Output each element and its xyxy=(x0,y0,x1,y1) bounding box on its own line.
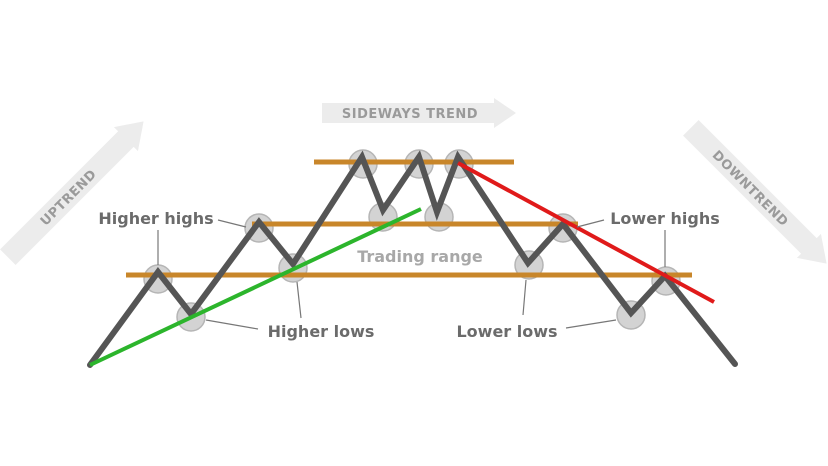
sideways-arrow-shape xyxy=(322,98,516,128)
leader-line xyxy=(576,219,605,228)
downtrend-arrow-shape xyxy=(683,120,827,264)
price-path xyxy=(87,150,738,368)
label-higher-lows: Higher lows xyxy=(268,322,375,341)
sideways-arrow: SIDEWAYS TREND xyxy=(322,98,516,128)
uptrend-arrow: UPTREND xyxy=(0,121,144,265)
downtrend-label: DOWNTREND xyxy=(709,148,791,230)
label-trading-range: Trading range xyxy=(357,247,483,266)
uptrend-line xyxy=(89,207,422,367)
uptrend-label: UPTREND xyxy=(38,167,100,229)
leader-line xyxy=(217,219,247,228)
leader-line xyxy=(296,281,302,319)
label-lower-highs: Lower highs xyxy=(610,209,720,228)
label-lower-lows: Lower lows xyxy=(456,322,557,341)
downtrend-arrow: DOWNTREND xyxy=(683,120,827,264)
leader-line xyxy=(522,279,527,316)
downtrend-line xyxy=(457,161,715,304)
sideways-label: SIDEWAYS TREND xyxy=(342,107,478,122)
uptrend-arrow-shape xyxy=(0,121,144,265)
leader-line xyxy=(565,319,617,329)
leader-line xyxy=(205,319,259,330)
leader-lines xyxy=(157,219,666,330)
label-higher-highs: Higher highs xyxy=(98,209,213,228)
